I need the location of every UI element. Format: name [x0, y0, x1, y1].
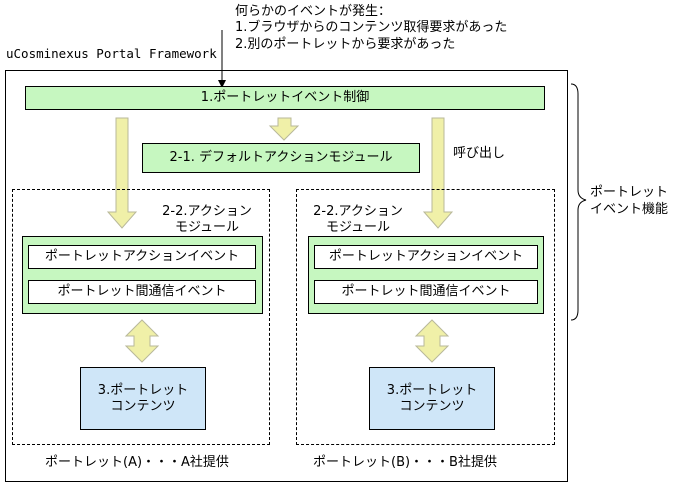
portlet-a-contents-line1: 3.ポートレット	[97, 382, 189, 398]
portlet-b-action-module-box: ポートレットアクションイベント ポートレット間通信イベント	[308, 236, 544, 314]
portlet-a-container	[12, 189, 270, 445]
brace-label-line1: ポートレット	[590, 185, 669, 200]
portlet-b-action-event-label: ポートレットアクションイベント	[328, 249, 524, 264]
portlet-b-contents-box: 3.ポートレット コンテンツ	[369, 367, 495, 430]
trigger-item-2: 2.別のポートレットから要求があった	[235, 37, 456, 52]
trigger-pointer-arrow	[218, 30, 226, 88]
down-arrow-right	[422, 117, 454, 229]
portlet-a-contents-line2: コンテンツ	[110, 398, 176, 414]
trigger-item-1: 1.ブラウザからのコンテンツ取得要求があった	[235, 20, 508, 35]
portlet-b-contents-line1: 3.ポートレット	[386, 382, 478, 398]
portlet-event-control-box: 1.ポートレットイベント制御	[25, 86, 545, 110]
portlet-b-contents-line2: コンテンツ	[399, 398, 465, 414]
default-action-module-box: 2-1. デフォルトアクションモジュール	[142, 143, 420, 173]
portlet-a-comm-event-box: ポートレット間通信イベント	[28, 280, 256, 304]
portlet-b-container	[296, 189, 555, 445]
portlet-a-action-module-line2: モジュール	[174, 220, 240, 235]
portlet-b-action-event-box: ポートレットアクションイベント	[314, 245, 538, 269]
default-action-module-label: 2-1. デフォルトアクションモジュール	[169, 150, 393, 165]
portlet-a-caption: ポートレット(A)・・・A社提供	[45, 455, 229, 470]
portlet-b-caption: ポートレット(B)・・・B社提供	[313, 455, 497, 470]
portlet-b-action-module-line2: モジュール	[325, 220, 391, 235]
portlet-a-action-event-label: ポートレットアクションイベント	[44, 249, 240, 264]
portlet-a-action-module-line1: 2-2.アクション	[162, 204, 252, 219]
down-arrow-left	[106, 117, 138, 229]
double-arrow-right	[414, 319, 450, 363]
portlet-b-action-module-line1: 2-2.アクション	[313, 204, 403, 219]
trigger-title: 何らかのイベントが発生：	[235, 4, 392, 19]
portlet-a-contents-box: 3.ポートレット コンテンツ	[80, 367, 206, 430]
double-arrow-left	[124, 319, 160, 363]
portlet-a-comm-event-label: ポートレット間通信イベント	[57, 284, 227, 299]
portlet-event-control-label: 1.ポートレットイベント制御	[200, 90, 370, 105]
down-arrow-center	[268, 117, 300, 141]
right-brace	[570, 83, 587, 321]
portlet-a-action-module-box: ポートレットアクションイベント ポートレット間通信イベント	[22, 236, 263, 314]
portlet-b-comm-event-box: ポートレット間通信イベント	[314, 280, 538, 304]
call-label: 呼び出し	[453, 146, 506, 161]
framework-container	[5, 70, 568, 482]
brace-label-line2: イベント機能	[590, 202, 669, 217]
portlet-a-action-event-box: ポートレットアクションイベント	[28, 245, 256, 269]
portlet-b-comm-event-label: ポートレット間通信イベント	[341, 284, 511, 299]
framework-label: uCosminexus Portal Framework	[6, 46, 217, 61]
